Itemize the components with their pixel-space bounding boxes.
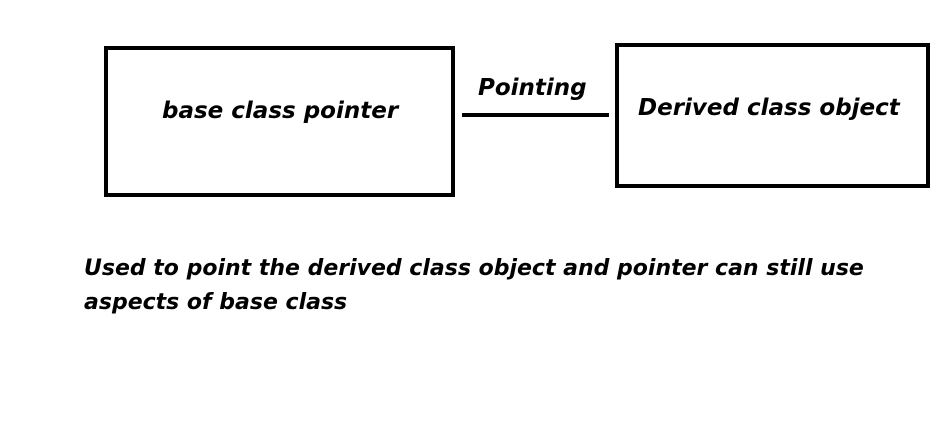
caption-text: Used to point the derived class object a…	[84, 252, 904, 320]
base-class-pointer-box: base class pointer	[104, 46, 455, 197]
caption-line-2: aspects of base class	[84, 290, 348, 315]
pointing-label: Pointing	[478, 75, 587, 101]
base-class-pointer-label: base class pointer	[162, 98, 399, 124]
caption-line-1: Used to point the derived class object a…	[84, 256, 864, 281]
derived-class-object-label: Derived class object	[638, 95, 900, 121]
derived-class-object-box: Derived class object	[615, 43, 930, 188]
pointing-connector-line	[462, 113, 609, 117]
